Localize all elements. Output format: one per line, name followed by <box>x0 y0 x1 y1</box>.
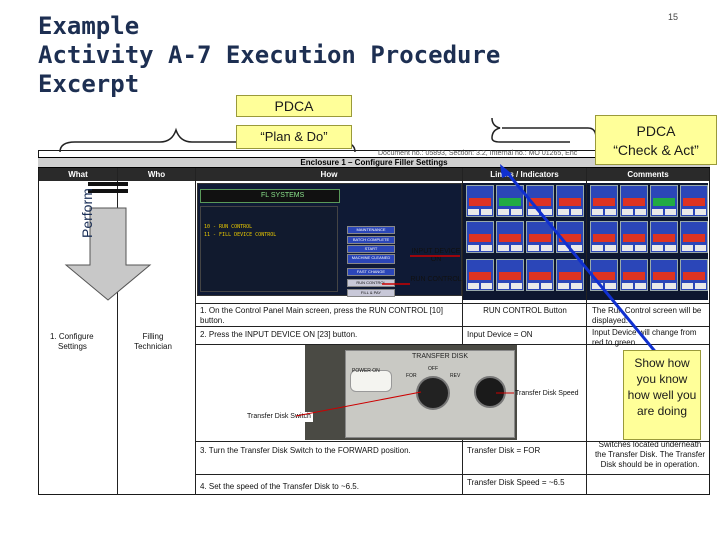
step-3-how: 3. Turn the Transfer Disk Switch to the … <box>200 446 411 455</box>
indicator-tile <box>680 185 708 217</box>
indicator-tile <box>556 259 584 291</box>
check-act-callout: PDCA “Check & Act” <box>595 115 717 165</box>
for-label: FOR <box>406 373 417 379</box>
step-2-how: 2. Press the INPUT DEVICE ON [23] button… <box>200 330 358 339</box>
slide-title: Example Activity A-7 Execution Procedure… <box>38 12 501 99</box>
power-on-lamp <box>350 370 392 392</box>
maintenance-button: MAINTENANCE <box>347 226 395 234</box>
step-3-limit: Transfer Disk = FOR <box>467 446 541 455</box>
indicator-tile <box>620 221 648 253</box>
run-control-label: RUN CONTROL <box>410 276 462 283</box>
red-pointer-arrows <box>382 255 460 285</box>
transfer-disk-panel-label: TRANSFER DISK <box>412 353 469 360</box>
indicator-tile <box>466 259 494 291</box>
step-4-how: 4. Set the speed of the Transfer Disk to… <box>200 482 359 491</box>
divider <box>196 344 709 345</box>
indicator-tile <box>590 221 618 253</box>
header-limits: Limits / Indicators <box>463 168 586 181</box>
transfer-disk-speed-dial <box>474 376 506 408</box>
indicator-tile <box>526 221 554 253</box>
indicator-tile <box>496 221 524 253</box>
indicator-tile <box>526 185 554 217</box>
indicator-tile <box>466 221 494 253</box>
indicator-tile <box>620 259 648 291</box>
pdca-callout: PDCA <box>236 95 352 117</box>
title-line-3: Excerpt <box>38 70 140 98</box>
header-what: What <box>39 168 117 181</box>
title-line-1: Example <box>38 12 140 40</box>
indicator-tile <box>650 185 678 217</box>
perform-arrow <box>64 182 152 301</box>
indicator-tile <box>496 259 524 291</box>
title-line-2: Activity A-7 Execution Procedure <box>38 41 501 69</box>
enclosure-title: Enclosure 1 – Configure Filler Settings <box>38 157 710 168</box>
indicator-tile <box>650 221 678 253</box>
divider <box>196 303 709 304</box>
divider <box>117 168 118 495</box>
step-1-limit: RUN CONTROL Button <box>483 306 567 315</box>
header-comments: Comments <box>587 168 709 181</box>
step-2-limit: Input Device = ON <box>467 330 533 339</box>
indicator-tile <box>590 185 618 217</box>
indicator-tile <box>526 259 554 291</box>
indicator-tile <box>556 185 584 217</box>
transfer-disk-speed-label: Transfer Disk Speed <box>515 390 579 397</box>
divider <box>196 441 709 442</box>
divider <box>462 168 463 495</box>
indicator-tile <box>680 221 708 253</box>
input-device-on-label: INPUT DEVICE ON <box>411 248 461 263</box>
check-act-line-2: “Check & Act” <box>613 142 699 158</box>
step-3-comment: Switches located underneath the Transfer… <box>594 440 706 469</box>
check-act-line-1: PDCA <box>636 123 676 139</box>
screen-item-run-control: 10 - RUN CONTROL <box>204 224 253 230</box>
step-2-comment: Input Device will change from red to gre… <box>592 328 697 347</box>
rev-label: REV <box>450 373 461 379</box>
batch-complete-button: BATCH COMPLETE <box>347 236 395 244</box>
divider <box>196 326 709 327</box>
step-4-limit: Transfer Disk Speed = ~6.5 <box>467 478 565 487</box>
perform-label: Perform <box>79 188 95 238</box>
indicator-tile <box>650 259 678 291</box>
comments-screen <box>587 183 708 300</box>
who-line-1: Filling <box>142 332 164 341</box>
document-number: Document no.: 05893, Section: 3.2, Inter… <box>378 150 578 157</box>
power-on-label: POWER ON <box>352 368 380 374</box>
plan-do-callout: “Plan & Do” <box>236 125 352 149</box>
what-line-1: 1. Configure <box>50 332 94 341</box>
photo-pointer-lines <box>295 391 514 417</box>
divider <box>196 474 709 475</box>
what-cell: 1. Configure Settings <box>50 332 94 352</box>
step-1-how: 1. On the Control Panel Main screen, pre… <box>200 306 443 325</box>
divider <box>586 168 587 495</box>
blue-connector-arrow <box>500 164 660 356</box>
show-how-callout: Show how you know how well you are doing <box>623 350 701 440</box>
transfer-disk-switch-label: Transfer Disk Switch <box>245 412 313 422</box>
step-1-comment: The Run Control screen will be displayed… <box>592 306 702 325</box>
fill-pay-button: FILL & PAY <box>347 289 395 297</box>
off-label: OFF <box>428 366 438 372</box>
who-line-2: Technician <box>134 342 172 351</box>
who-cell: Filling Technician <box>128 332 178 352</box>
header-who: Who <box>118 168 195 181</box>
divider <box>195 168 196 495</box>
fast-change-button: FAST CHANGE <box>347 268 395 276</box>
header-how: How <box>196 168 462 181</box>
indicator-tile <box>466 185 494 217</box>
what-line-2: Settings <box>58 342 87 351</box>
screen-title: FL SYSTEMS <box>200 189 340 203</box>
indicator-tile <box>620 185 648 217</box>
screen-menu-area <box>200 206 338 292</box>
start-button: START <box>347 245 395 253</box>
indicator-tile <box>496 185 524 217</box>
page-number: 15 <box>668 12 679 22</box>
run-control-button: RUN CONTROL <box>347 279 395 287</box>
indicator-tile <box>680 259 708 291</box>
machine-cleaned-button: MACHINE CLEANED <box>347 254 395 264</box>
screen-item-fill-device: 11 - FILL DEVICE CONTROL <box>204 232 277 238</box>
